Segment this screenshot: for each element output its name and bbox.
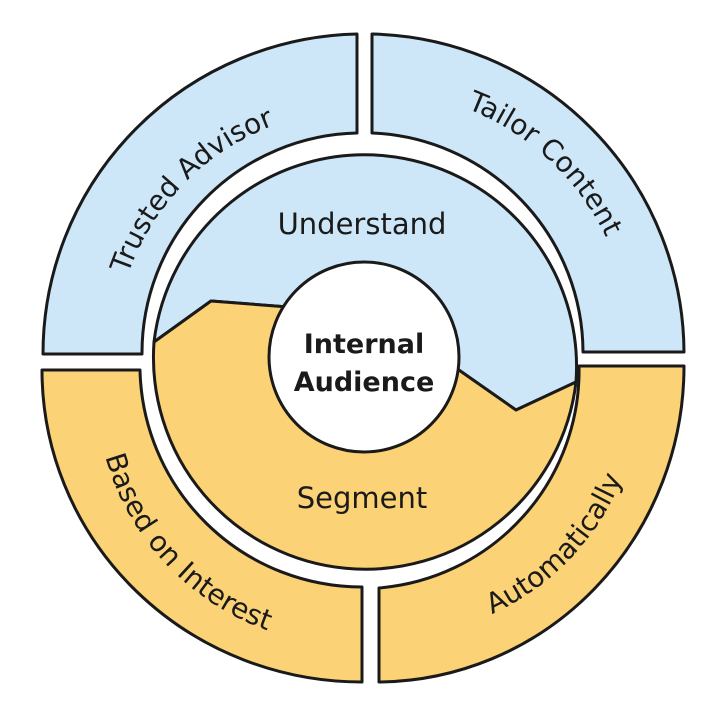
center-label-line1: Internal	[304, 329, 425, 360]
outer-segment-based-on-interest	[40, 368, 364, 684]
center-circle	[267, 260, 461, 454]
center-label-line2: Audience	[294, 367, 435, 398]
inner-label-understand: Understand	[278, 207, 447, 241]
outer-segment-tailor-content	[370, 32, 686, 354]
inner-label-segment: Segment	[297, 481, 428, 515]
outer-segment-trusted-advisor	[41, 32, 359, 356]
outer-segment-automatically	[377, 364, 686, 684]
